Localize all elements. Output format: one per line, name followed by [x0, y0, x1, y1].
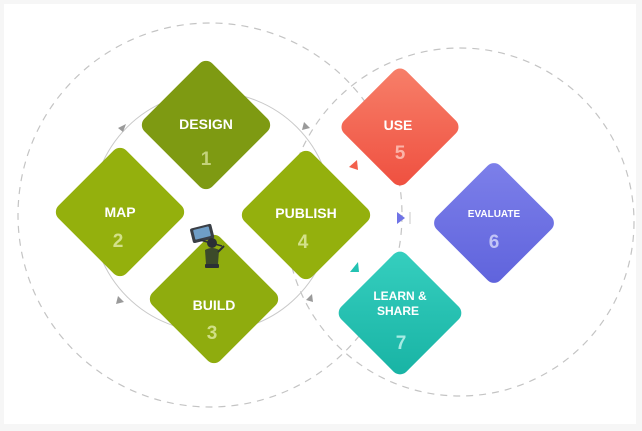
step-design-tile [141, 60, 271, 190]
step-learn-share-tile [338, 251, 462, 375]
step-publish-number: 4 [298, 232, 309, 253]
cycle-arrow-bottom-right [306, 294, 313, 302]
step-publish-tile [241, 150, 371, 280]
step-publish-label: PUBLISH [275, 205, 336, 221]
step-learn-share[interactable]: LEARN & SHARE 7 [335, 248, 465, 378]
arrow-to-learn [350, 262, 359, 272]
step-map[interactable]: MAP 2 [52, 144, 188, 280]
person-at-computer-icon [190, 223, 225, 268]
step-build-label: BUILD [193, 297, 236, 313]
step-evaluate-number: 6 [489, 232, 500, 253]
cycle-arrow-top-left [118, 124, 126, 132]
arrow-to-use [349, 160, 358, 170]
step-design-number: 1 [201, 149, 212, 170]
step-learn-share-label-line2: SHARE [377, 304, 419, 318]
step-build[interactable]: BUILD 3 [146, 231, 282, 367]
step-publish[interactable]: PUBLISH 4 [238, 147, 374, 283]
step-use-label: USE [384, 117, 413, 133]
step-build-tile [149, 234, 279, 364]
step-build-number: 3 [207, 323, 218, 344]
step-evaluate-label: EVALUATE [468, 209, 521, 220]
step-map-label: MAP [104, 204, 135, 220]
step-use[interactable]: USE 5 [338, 65, 462, 189]
step-evaluate-tile [434, 163, 554, 283]
step-learn-share-label-line1: LEARN & [373, 289, 427, 303]
step-design-label: DESIGN [179, 116, 233, 132]
cycle-arrow-top-right [302, 122, 310, 130]
step-learn-share-number: 7 [396, 333, 407, 354]
left-dashed-loop [17, 22, 403, 408]
cycle-arrow-bottom-left [116, 296, 124, 304]
step-use-number: 5 [395, 143, 406, 164]
step-evaluate[interactable]: EVALUATE 6 [430, 159, 557, 286]
arrow-to-evaluate [397, 212, 405, 224]
step-map-number: 2 [113, 231, 124, 252]
step-map-tile [55, 147, 185, 277]
step-design[interactable]: DESIGN 1 [138, 57, 274, 193]
step-use-tile [341, 68, 459, 186]
